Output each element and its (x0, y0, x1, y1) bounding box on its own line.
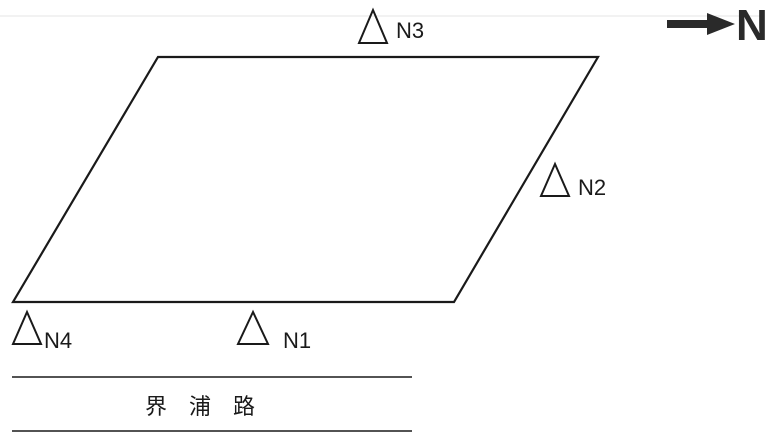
road-name: 界浦路 (145, 395, 277, 420)
triangle-marker-icon (236, 309, 270, 345)
arrow-right-icon (667, 13, 735, 35)
north-arrow: N (667, 1, 768, 50)
survey-point-label: N4 (44, 328, 72, 353)
north-label: N (736, 1, 768, 50)
survey-point-label: N2 (578, 175, 606, 200)
survey-point-n3: N3 (357, 7, 424, 44)
survey-point-n2: N2 (539, 161, 606, 200)
triangle-marker-icon (11, 309, 43, 345)
road: 界浦路 (12, 376, 412, 432)
survey-point-label: N1 (283, 328, 311, 353)
triangle-marker-icon (357, 7, 389, 44)
survey-point-n4: N4 (11, 309, 72, 353)
survey-point-n1: N1 (236, 309, 311, 353)
triangle-marker-icon (539, 161, 571, 197)
site-boundary (11, 55, 600, 304)
survey-point-label: N3 (396, 18, 424, 43)
